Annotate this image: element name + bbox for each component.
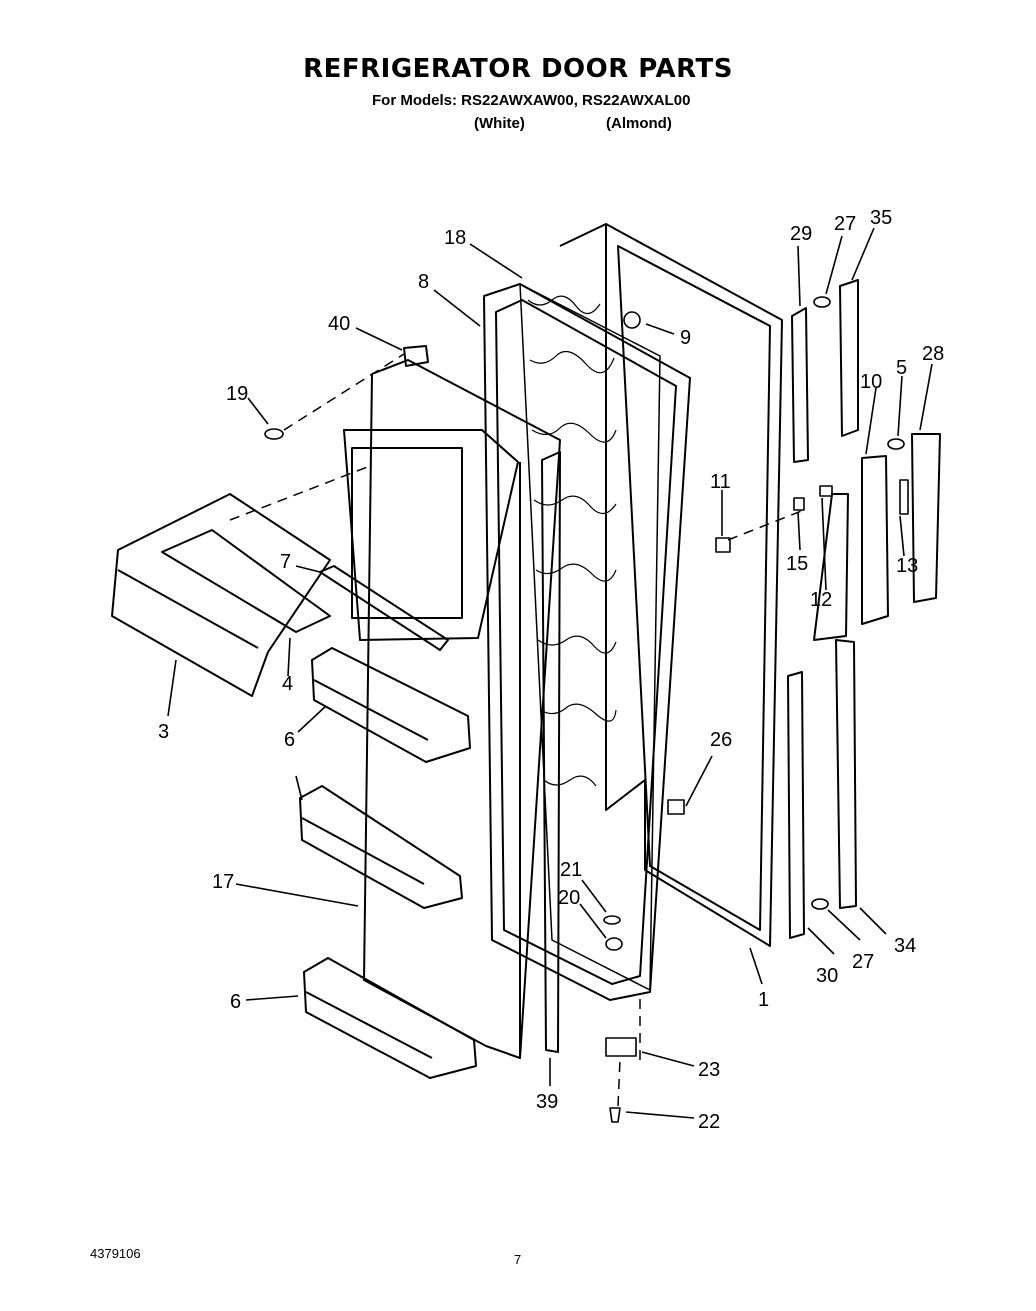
- callout-7: 7: [280, 551, 291, 573]
- callout-3: 3: [158, 721, 169, 743]
- handle-10-part: [861, 455, 889, 625]
- callout-35: 35: [870, 207, 892, 229]
- callout-28: 28: [922, 343, 944, 365]
- document-number: 4379106: [90, 1246, 141, 1261]
- callout-39: 39: [536, 1091, 558, 1113]
- page-title: REFRIGERATOR DOOR PARTS: [303, 54, 733, 84]
- callout-10: 10: [860, 371, 882, 393]
- callout-labels: 1 3 4 5 6 6 6 7 8 9 10 11 12 13 15 17 18…: [158, 207, 944, 1133]
- callout-13: 13: [896, 555, 918, 577]
- trim-29-part: [791, 307, 809, 463]
- callout-22: 22: [698, 1111, 720, 1133]
- callout-29: 29: [790, 223, 812, 245]
- leader-arrows: [167, 227, 933, 1119]
- variant-almond: (Almond): [606, 115, 672, 132]
- callout-26: 26: [710, 729, 732, 751]
- callout-40: 40: [328, 313, 350, 335]
- front-cover-part: [111, 493, 331, 697]
- callout-30: 30: [816, 965, 838, 987]
- door-bin-lower-part: [303, 957, 477, 1079]
- callout-34: 34: [894, 935, 916, 957]
- hardware-parts: [264, 296, 909, 1123]
- top-trim-part: [403, 345, 429, 367]
- shelf-panel-part: [161, 529, 331, 633]
- callout-18: 18: [444, 227, 466, 249]
- page-number: 7: [514, 1252, 522, 1267]
- callout-1: 1: [758, 989, 769, 1011]
- callout-20: 20: [558, 887, 580, 909]
- callout-17: 17: [212, 871, 234, 893]
- callout-6-upper: 6: [284, 729, 295, 751]
- door-bin-upper-part: [311, 647, 471, 763]
- variant-white: (White): [474, 115, 525, 132]
- models-subtitle: For Models: RS22AWXAW00, RS22AWXAL00: [372, 92, 691, 109]
- callout-23: 23: [698, 1059, 720, 1081]
- callout-27-lower: 27: [852, 951, 874, 973]
- door-bin-middle-part: [299, 785, 463, 909]
- callout-12: 12: [810, 589, 832, 611]
- outer-door-panel-part: [559, 223, 783, 947]
- callout-5: 5: [896, 357, 907, 379]
- callout-9: 9: [680, 327, 691, 349]
- callout-11: 11: [710, 471, 731, 493]
- callout-21: 21: [560, 859, 582, 881]
- callout-8: 8: [418, 271, 429, 293]
- vertical-trim-part: [541, 451, 561, 1053]
- callout-19: 19: [226, 383, 248, 405]
- callout-15: 15: [786, 553, 808, 575]
- trim-34-part: [835, 639, 857, 909]
- trim-30-part: [787, 671, 805, 939]
- inner-door-liner-part: [343, 359, 561, 1059]
- handle-28-part: [911, 433, 941, 603]
- callout-6-lower: 6: [230, 991, 241, 1013]
- callout-4: 4: [282, 673, 293, 695]
- handle-12-part: [813, 493, 849, 641]
- callout-27-upper: 27: [834, 213, 856, 235]
- shelf-bar-part: [319, 565, 449, 651]
- trim-35-part: [839, 279, 859, 437]
- assembly-lines: [229, 353, 805, 1107]
